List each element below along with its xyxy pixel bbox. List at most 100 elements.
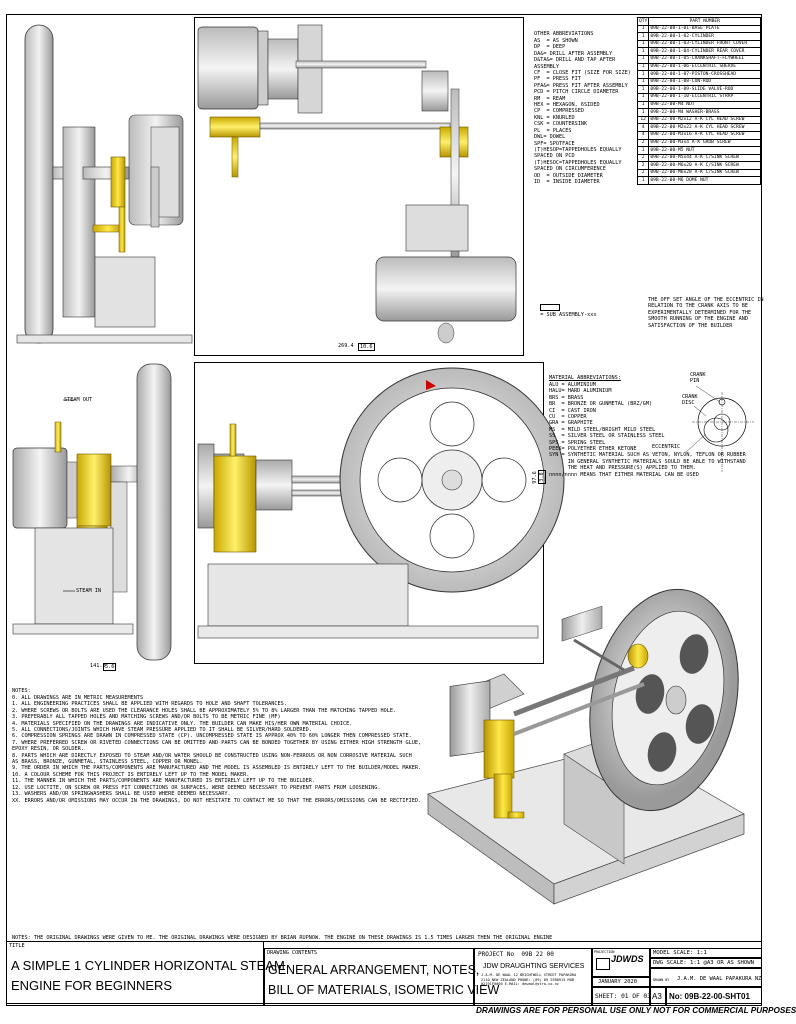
note-item: 10. A COLOUR SCHEME FOR THIS PROJECT IS … [12, 771, 250, 778]
sheet-cell: SHEET: 01 OF 03 [592, 987, 651, 1006]
bom-part: 09B-22-00-M5 NUT [648, 146, 761, 155]
material-item: nnnn/nnnn MEANS THAT EITHER MATERIAL CAN… [549, 471, 699, 478]
projection-label: PROJECTION [594, 950, 615, 954]
title-label: TITLE [9, 943, 25, 949]
sub-assembly-label: = SUB ASSEMBLY-xxx [540, 311, 597, 318]
material-item: MS = MILD STEEL/BRIGHT MILD STEEL [549, 426, 656, 433]
footer-note: NOTES: THE ORIGINAL DRAWINGS WERE GIVEN … [12, 935, 553, 941]
note-item: 8. PARTS WHICH ARE DIRECTLY EXPOSED TO S… [12, 752, 412, 759]
bom-part: 09B-22-00-1-09-SLIDE VALVE-ROD [648, 85, 761, 94]
steam-in-label: STEAM IN [76, 588, 101, 594]
side-view-drawing [12, 363, 172, 661]
steam-out-label: STEAM OUT [64, 397, 93, 403]
title-line1: A SIMPLE 1 CYLINDER HORIZONTAL STEAM [11, 958, 285, 973]
bom-qty: 2 [636, 168, 650, 178]
abbrev-item: HEX = HEXAGON, 6SIDED [534, 102, 600, 109]
dim-side-label: 141.8 [90, 663, 106, 669]
bom-part: 09B-22-00-M6x28 A-K C/SINK SCREW [648, 168, 761, 178]
bom-qty: 1 [636, 32, 650, 41]
company-name: JDW DRAUGHTING SERVICES [483, 963, 585, 970]
material-item: ALU = ALUMINIUM [549, 382, 596, 388]
note-item: 5. ALL CONNECTIONS/JOINTS WHICH HAVE STE… [12, 727, 312, 734]
end-view-drawing [16, 24, 193, 344]
contents-line2: BILL OF MATERIALS, ISOMETRIC VIEW [268, 983, 500, 997]
note-item: 9. THE ORDER IN WHICH THE PARTS/COMPONEN… [12, 765, 422, 772]
bom-header-qty: QTY [636, 17, 650, 26]
abbrev-item: CF = CLOSE FIT (SIZE FOR SIZE) [534, 70, 631, 77]
bom-qty: 1 [636, 39, 650, 49]
dwg-scale-text: DWG SCALE: 1:1 @A3 OR AS SHOWN [653, 960, 755, 966]
bom-part: 09B-22-00-M4 NUT [648, 100, 761, 110]
abbrev-item: SPACED ON PCD [534, 153, 575, 160]
bom-part: 09B-22-00-1-06-ECCENTRIC SHEAVE [648, 62, 761, 72]
projection-icon [596, 958, 610, 970]
note-item: XX. ERRORS AND/OR OMISSIONS MAY OCCUR IN… [12, 797, 422, 804]
projection-cell: PROJECTION JDWDS [592, 948, 650, 977]
abbrev-item: CP = COMPRESSED [534, 108, 584, 115]
bom-qty: 1 [636, 108, 650, 117]
drawn-by-label: DRAWN BY [653, 978, 670, 982]
bom-qty: 4 [636, 130, 650, 140]
bom-part: 09B-22-00-1-05-CRANKSHAFT-FLYWHEEL [648, 54, 761, 64]
bom-qty: 4 [636, 123, 650, 132]
bom-part: 09B-22-00-M3x16 A-K CYL HEAD SCREW [648, 130, 761, 140]
bom-part: 09B-22-00-1-08-CON-ROD [648, 77, 761, 87]
bom-qty: 1 [636, 70, 650, 79]
company-cell: PROJECT No 09B 22 00 JDW DRAUGHTING SERV… [474, 948, 592, 1006]
dim-side-sub-label: 5.6 [103, 663, 117, 672]
date-text: JANUARY 2020 [598, 979, 637, 985]
bom-part: 09B-22-00-M2x12 A-K CYL HEAD SCREW [648, 115, 761, 125]
drawing-sheet [6, 14, 762, 1004]
abbrev-item: D&TA&= DRILL AND TAP AFTER [534, 57, 616, 64]
note-item: EPOXY RESIN, OR SOLDER. [12, 746, 84, 753]
crank-disc-label: CRANK DISC [682, 394, 698, 407]
drawn-by-cell: DRAWN BY J.A.M. DE WAAL PAPAKURA NZ [650, 968, 762, 987]
bom-qty: 2 [636, 138, 650, 148]
front-view-drawing [197, 367, 565, 639]
sheet-text: SHEET: 01 OF 03 [595, 993, 651, 1000]
abbrev-item: (T)HESOP=TAPPEDHOLES EQUALLY [534, 146, 622, 153]
material-item: BRS = BRASS [549, 394, 584, 401]
abbrev-item: PFA&= PRESS FIT AFTER ASSEMBLY [534, 82, 628, 89]
note-item: AS BRASS, BRONZE, GUNMETAL, STAINLESS ST… [12, 759, 203, 766]
dim-vert-label: 97.6 3.8 [526, 470, 546, 490]
material-item: BR = BRONZE OR GUNMETAL (BRZ/GM) [549, 401, 653, 408]
material-item: CU = COPPER [549, 414, 587, 421]
bom-part: 09B-22-00-M4 WASHER-BRASS [648, 108, 761, 117]
drawn-by-text: J.A.M. DE WAAL PAPAKURA NZ [677, 976, 762, 982]
abbrev-item: PCD = PITCH CIRCLE DIAMETER [534, 89, 619, 96]
bom-part: 09B-22-00-1-03-CYLINDER FRONT COVER [648, 39, 761, 49]
note-item: 4. MATERIALS SPECIFIED ON THE DRAWINGS A… [12, 720, 353, 727]
crank-pin-label: CRANK PIN [690, 372, 706, 385]
abbrev-item: SPF= SPOTFACE [534, 140, 575, 147]
bom-part: 09B-22-00-M3x4 A-K GRUB SCREW [648, 138, 761, 148]
abbrev-item: DP = DEEP [534, 44, 566, 51]
material-item: PEEK= POLYETHER ETHER KETONE [549, 446, 637, 453]
date-cell: JANUARY 2020 [592, 977, 650, 987]
bom-part: 09B-22-00-1-10-ECCENTRIC STRAP [648, 92, 761, 102]
material-item: CI = CAST IRON [549, 407, 596, 414]
bom-qty: 2 [636, 153, 650, 163]
material-item: SS = SILVER STEEL OR STAINLESS STEEL [549, 433, 665, 440]
bom-qty: 1 [636, 77, 650, 87]
company-address: J.A.M. DE WAAL 12 BRIGHTWELL STREET PAPA… [481, 973, 577, 987]
isometric-view [427, 588, 745, 905]
note-item: 13. WASHERS AND/OR SPRINGWASHERS SHALL B… [12, 791, 231, 798]
dim-top-label: 269.4 [338, 343, 354, 349]
note-item: 11. THE MANNER IN WHICH THE PARTS/COMPON… [12, 778, 315, 785]
eccentric-label: ECCENTRIC [652, 444, 681, 450]
material-item: IN GENERAL SYNTHETIC MATERIALS SOULD BE … [549, 458, 746, 465]
